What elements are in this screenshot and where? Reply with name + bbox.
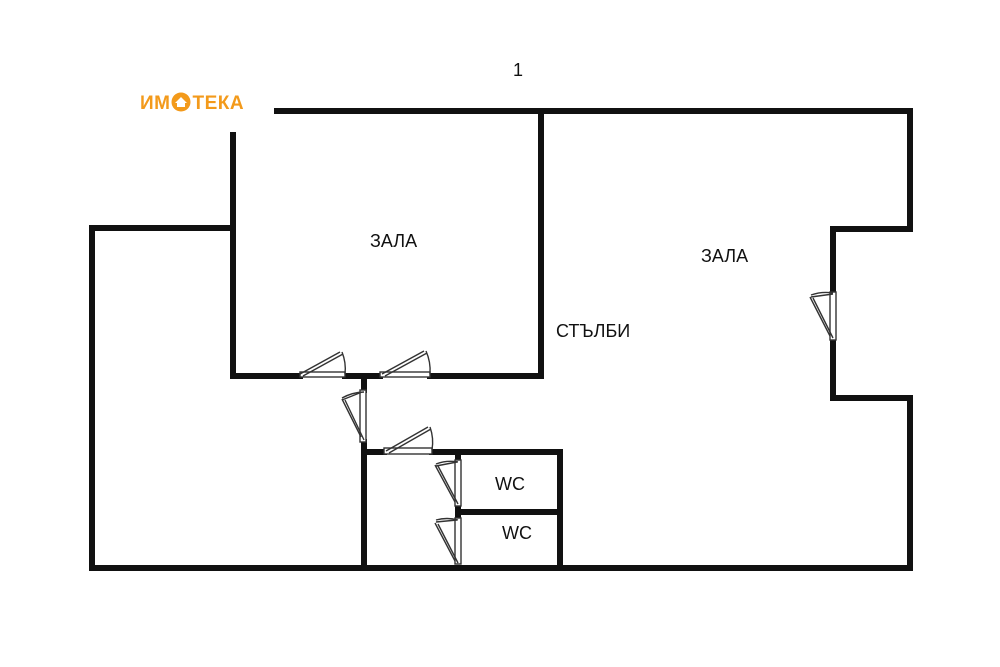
door-wc-lower <box>434 517 462 565</box>
outer-wall <box>89 108 913 571</box>
door-hall-left-2 <box>379 350 431 378</box>
room-label-wc-lower: WC <box>502 523 532 543</box>
door-corridor <box>341 389 367 443</box>
door-wc-entry <box>383 426 434 455</box>
room-label-hall-right: ЗАЛА <box>701 246 749 266</box>
room-label-stairs: СТЪЛБИ <box>556 321 631 341</box>
logo-text-right: ТЕКА <box>192 93 245 114</box>
page-number: 1 <box>513 60 524 80</box>
logo-text-left: ИМ <box>140 93 171 114</box>
imoteka-logo: ИМ ТЕКА <box>140 92 244 115</box>
door-wc-upper <box>434 459 462 507</box>
room-label-hall-left: ЗАЛА <box>370 231 418 251</box>
door-hall-right <box>809 291 837 341</box>
house-icon <box>171 92 191 112</box>
door-hall-left-1 <box>299 351 346 378</box>
walls <box>89 108 913 571</box>
room-label-wc-upper: WC <box>495 474 525 494</box>
doors <box>299 291 837 565</box>
